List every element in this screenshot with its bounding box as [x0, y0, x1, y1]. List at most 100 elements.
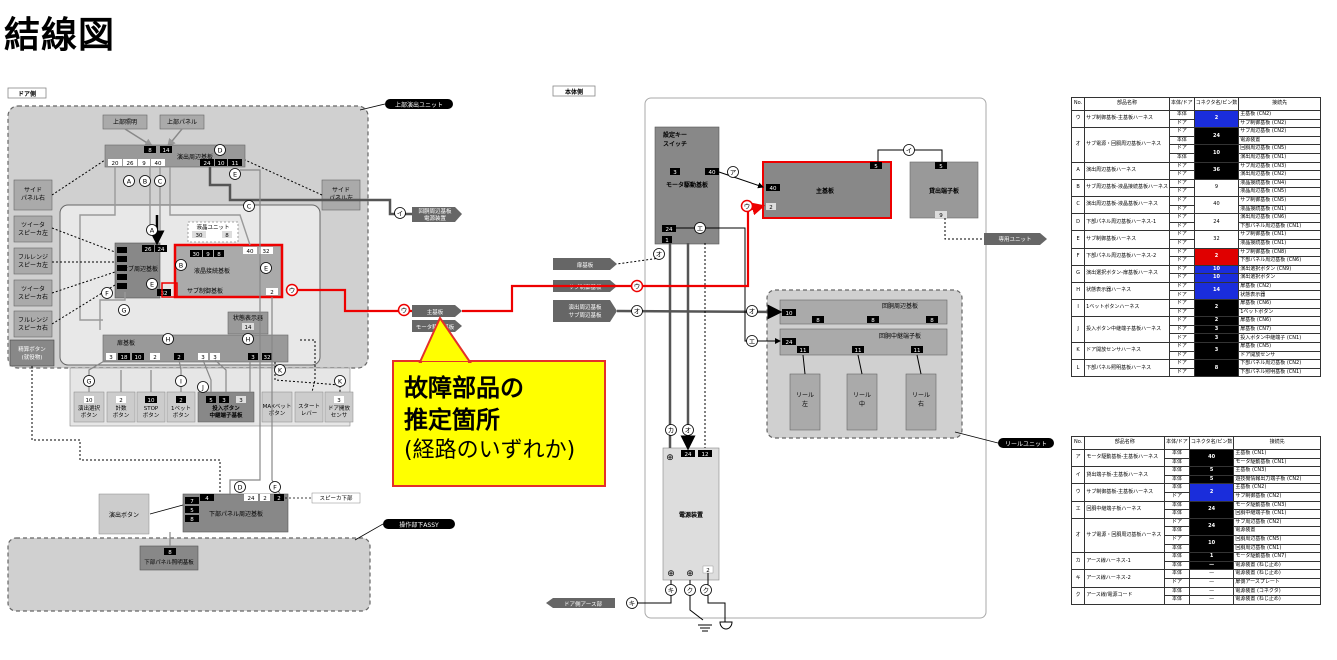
- power-supply: [662, 447, 720, 581]
- svg-text:下部パネル照明基板: 下部パネル照明基板: [144, 558, 194, 566]
- marker-33: カ: [665, 424, 677, 436]
- svg-text:サイドパネル右: サイドパネル右: [21, 187, 45, 202]
- svg-text:24: 24: [666, 227, 673, 233]
- fl2-label: スピーカ左: [18, 261, 48, 269]
- svg-text:8: 8: [871, 318, 875, 324]
- skl2-label: スイッチ: [663, 141, 687, 148]
- svg-text:ウ: ウ: [634, 282, 641, 290]
- svg-text:扉基板: 扉基板: [577, 261, 594, 269]
- svg-text:10: 10: [148, 398, 155, 404]
- marker-36: キ: [665, 584, 677, 596]
- reel-mid: [846, 373, 878, 431]
- rl2-label: 左: [802, 400, 808, 408]
- svg-text:A: A: [150, 226, 155, 234]
- bt1a-label: 演出選択: [78, 404, 101, 412]
- marker-10: F: [101, 287, 113, 299]
- svg-text:2: 2: [270, 290, 274, 296]
- svg-text:F: F: [273, 483, 277, 491]
- marker-31: オ: [746, 305, 758, 317]
- svg-text:精算ボタン(就役物): 精算ボタン(就役物): [18, 345, 46, 361]
- svg-text:扉基板: 扉基板: [117, 339, 135, 347]
- marker-4: E: [229, 168, 241, 180]
- table-header: 接続先: [1233, 436, 1321, 450]
- svg-text:8: 8: [190, 517, 194, 523]
- svg-text:操作部下ASSY: 操作部下ASSY: [399, 521, 439, 529]
- svg-text:イ: イ: [397, 209, 404, 217]
- svg-text:24: 24: [248, 496, 255, 502]
- og1a-label: 回胴周辺基板: [418, 207, 452, 215]
- svg-text:モータ駆動基板: モータ駆動基板: [416, 323, 455, 331]
- svg-text:設定キースイッチ: 設定キースイッチ: [663, 131, 687, 148]
- svg-text:ウ: ウ: [401, 306, 408, 314]
- fe2-label: サブ周辺基板: [568, 311, 602, 319]
- svg-text:D: D: [237, 483, 242, 491]
- page-title: 結線図: [4, 15, 116, 56]
- svg-text:2: 2: [179, 398, 183, 404]
- marker-37: ク: [684, 584, 696, 596]
- svg-text:2: 2: [263, 496, 267, 502]
- svg-text:演出周辺基板サブ周辺基板: 演出周辺基板サブ周辺基板: [568, 303, 602, 319]
- marker-3: D: [214, 144, 226, 156]
- sd2-label: (就役物): [22, 353, 43, 361]
- marker-9: E: [146, 278, 158, 290]
- marker-2: C: [154, 175, 166, 187]
- svg-text:液晶ユニット: 液晶ユニット: [196, 223, 229, 231]
- callout-line2: 推定箇所: [404, 406, 500, 434]
- bt3a-label: STOP: [144, 406, 159, 412]
- svg-text:ア: ア: [730, 168, 737, 176]
- svg-text:状態表示器: 状態表示器: [233, 314, 263, 322]
- marker-14: G: [83, 375, 95, 387]
- svg-text:40: 40: [247, 249, 254, 255]
- svg-text:3: 3: [213, 355, 217, 361]
- marker-7: B: [175, 259, 187, 271]
- svg-text:サイドパネル左: サイドパネル左: [329, 187, 353, 202]
- svg-text:11: 11: [855, 348, 862, 354]
- svg-text:K: K: [338, 377, 343, 385]
- svg-text:10: 10: [86, 398, 93, 404]
- reel-left: [789, 373, 821, 431]
- failure-callout: 故障部品の 推定箇所 (経路のいずれか): [392, 360, 606, 487]
- svg-text:10: 10: [786, 311, 793, 317]
- svg-text:⊕: ⊕: [666, 453, 674, 463]
- tr2-label: スピーカ右: [18, 293, 48, 301]
- svg-text:カ: カ: [668, 426, 675, 434]
- svg-text:26: 26: [127, 161, 134, 167]
- tr1-label: ツイータ: [21, 285, 45, 293]
- svg-text:8: 8: [225, 233, 229, 239]
- svg-text:リール中: リール中: [853, 392, 871, 408]
- svg-text:32: 32: [264, 355, 271, 361]
- svg-text:3: 3: [239, 398, 243, 404]
- svg-text:8: 8: [168, 550, 172, 556]
- svg-text:G: G: [121, 306, 126, 314]
- svg-text:8: 8: [148, 148, 152, 154]
- fr1-label: フルレンジ: [18, 317, 48, 324]
- svg-text:ク: ク: [703, 586, 710, 594]
- svg-text:8: 8: [816, 318, 820, 324]
- table-header: 接続先: [1238, 97, 1321, 111]
- svg-text:B: B: [143, 177, 147, 185]
- svg-text:I: I: [180, 377, 182, 385]
- svg-text:1: 1: [665, 238, 669, 244]
- svg-text:⊕: ⊕: [667, 569, 675, 579]
- sr2-label: パネル右: [21, 194, 45, 202]
- table-row: 本体—電源装置 (ねじ止め): [1072, 595, 1321, 605]
- marker-25: イ: [903, 144, 915, 156]
- svg-text:4: 4: [205, 496, 209, 502]
- svg-text:E: E: [233, 170, 237, 178]
- marker-32: エ: [746, 335, 758, 347]
- svg-text:26: 26: [145, 247, 152, 253]
- svg-text:ク: ク: [687, 586, 694, 594]
- marker-13: H: [242, 333, 254, 345]
- svg-text:ウ: ウ: [744, 202, 751, 210]
- upper-unit-label: 上部演出ユニット: [395, 101, 443, 109]
- svg-text:⊕: ⊕: [686, 569, 694, 579]
- marker-11: G: [118, 304, 130, 316]
- tl1-label: ツイータ: [21, 221, 45, 229]
